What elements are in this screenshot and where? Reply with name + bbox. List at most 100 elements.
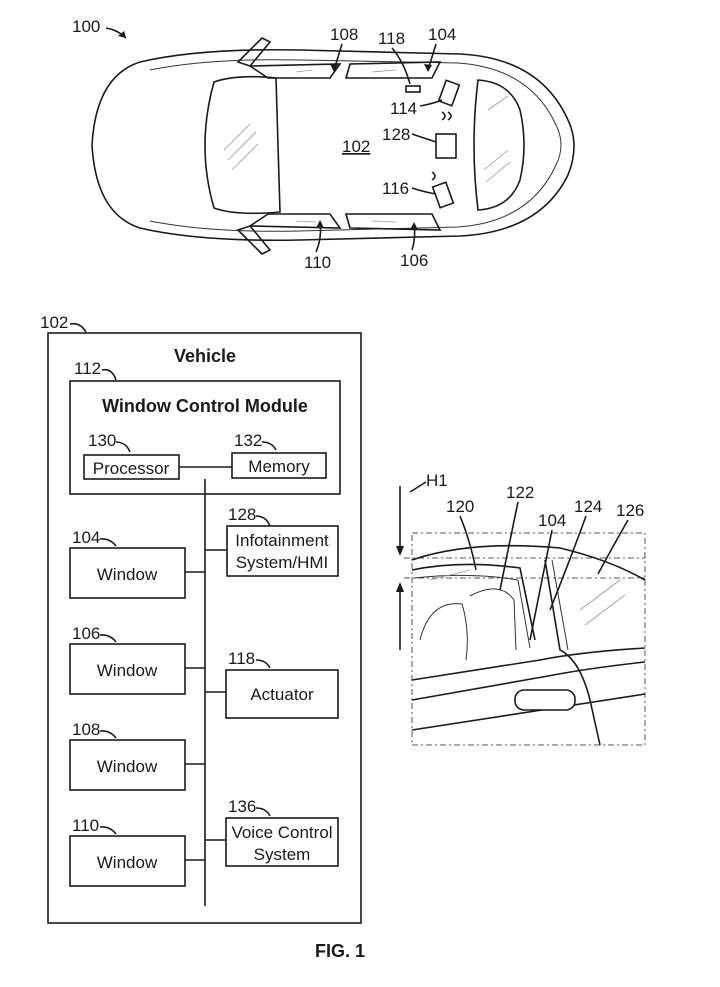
arrow-106	[410, 222, 418, 230]
ref-130: 130	[88, 431, 116, 450]
belt-line	[411, 647, 646, 681]
ref-110: 110	[304, 253, 331, 272]
leader-114	[419, 99, 443, 107]
voice-label-1: Voice Control	[231, 823, 332, 842]
memory-label: Memory	[248, 457, 310, 476]
leader-104-side	[529, 529, 553, 641]
ref-132: 132	[234, 431, 262, 450]
mic-116-symbol	[431, 171, 436, 181]
windshield-hatch-3	[231, 143, 259, 171]
car-body-inner-line	[149, 59, 562, 232]
ref-102-block: 102	[40, 313, 68, 332]
windshield-hatch-2	[227, 131, 257, 161]
window-108-box	[69, 739, 186, 791]
window-frame-inner	[413, 574, 531, 649]
leader-130	[115, 441, 131, 453]
leader-122	[499, 501, 519, 591]
ref-118: 118	[378, 29, 405, 48]
window-104-box	[69, 547, 186, 599]
ref-voice: 136	[228, 797, 256, 816]
ref-car-label: 100	[72, 17, 100, 36]
b-pillar-inner	[551, 559, 569, 651]
hatch-106	[371, 220, 397, 223]
roof-line	[411, 544, 646, 581]
car-body-outline	[91, 48, 575, 242]
hatch-110	[295, 220, 317, 223]
ref-122: 122	[506, 483, 534, 502]
seat-headrest	[419, 603, 468, 661]
leader-120	[459, 515, 477, 571]
windshield	[204, 75, 281, 215]
ref-106: 106	[400, 251, 428, 270]
mic-114-housing	[437, 79, 461, 107]
window-108-shape	[247, 63, 342, 79]
infotainment-label-2: System/HMI	[236, 553, 329, 572]
ref-116: 116	[382, 179, 409, 198]
leader-window-110	[99, 826, 117, 835]
hatch-108	[295, 69, 313, 73]
leader-voice	[255, 807, 271, 817]
windshield-hatch-1	[223, 123, 251, 151]
infotainment-label-1: Infotainment	[235, 531, 329, 550]
window-106-label: Window	[97, 661, 158, 680]
hmi-128-shape	[435, 133, 457, 159]
glass-hatch-1	[579, 579, 621, 611]
leader-h1	[409, 481, 427, 493]
figure-caption: FIG. 1	[315, 941, 365, 961]
ref-window-106: 106	[72, 624, 100, 643]
ref-102-top: 102	[342, 137, 370, 156]
rear-hatch-2	[485, 161, 511, 183]
mic-116-housing	[431, 181, 455, 209]
leader-116	[411, 187, 437, 195]
ref-104: 104	[428, 25, 456, 44]
leader-132	[261, 441, 277, 451]
processor-box	[83, 454, 180, 480]
leader-actuator	[255, 659, 271, 669]
window-110-label: Window	[97, 853, 158, 872]
h1-arrow-down	[396, 546, 404, 556]
window-106-box	[69, 643, 186, 695]
ref-124: 124	[574, 497, 602, 516]
leader-124	[549, 515, 587, 611]
leader-infotainment	[255, 515, 271, 527]
rear-window	[473, 79, 525, 211]
voice-label-2: System	[254, 845, 311, 864]
window-104-shape	[344, 61, 442, 79]
ref-window-108: 108	[72, 720, 100, 739]
leader-window-106	[99, 634, 117, 643]
actuator-box	[225, 669, 339, 719]
leader-118	[391, 47, 411, 85]
ref-126: 126	[616, 501, 644, 520]
h1-arrow-up	[396, 582, 404, 592]
window-frame-upper	[411, 563, 536, 641]
arrow-108	[330, 64, 338, 72]
window-110-shape	[247, 213, 342, 229]
door-lower-line	[411, 693, 646, 731]
leader-112	[101, 368, 117, 381]
leader-window-108	[99, 730, 117, 739]
ref-112: 112	[74, 359, 101, 378]
detail-frame	[411, 532, 646, 746]
block-diagram: 102 Vehicle 112 Window Control Module 13…	[40, 313, 362, 924]
module-title: Window Control Module	[102, 396, 308, 416]
leader-window-104	[99, 538, 117, 547]
processor-label: Processor	[93, 459, 170, 478]
car-top-view: 100	[72, 17, 575, 272]
arrow-110	[316, 220, 324, 228]
leader-128	[411, 133, 437, 143]
window-110-box	[69, 835, 186, 887]
b-pillar	[544, 559, 601, 746]
memory-box	[231, 452, 327, 479]
glass-hatch-2	[584, 594, 626, 626]
ref-108: 108	[330, 25, 358, 44]
rear-hatch-1	[483, 149, 509, 171]
mic-114-symbol-b	[447, 111, 452, 121]
vehicle-title: Vehicle	[174, 346, 236, 366]
ref-104-side: 104	[538, 511, 566, 530]
mirror-left	[236, 37, 272, 67]
window-104-label: Window	[97, 565, 158, 584]
leader-102-block	[69, 322, 87, 333]
ref-window-104: 104	[72, 528, 100, 547]
arrow-104	[424, 64, 432, 72]
actuator-118-shape	[405, 85, 421, 93]
